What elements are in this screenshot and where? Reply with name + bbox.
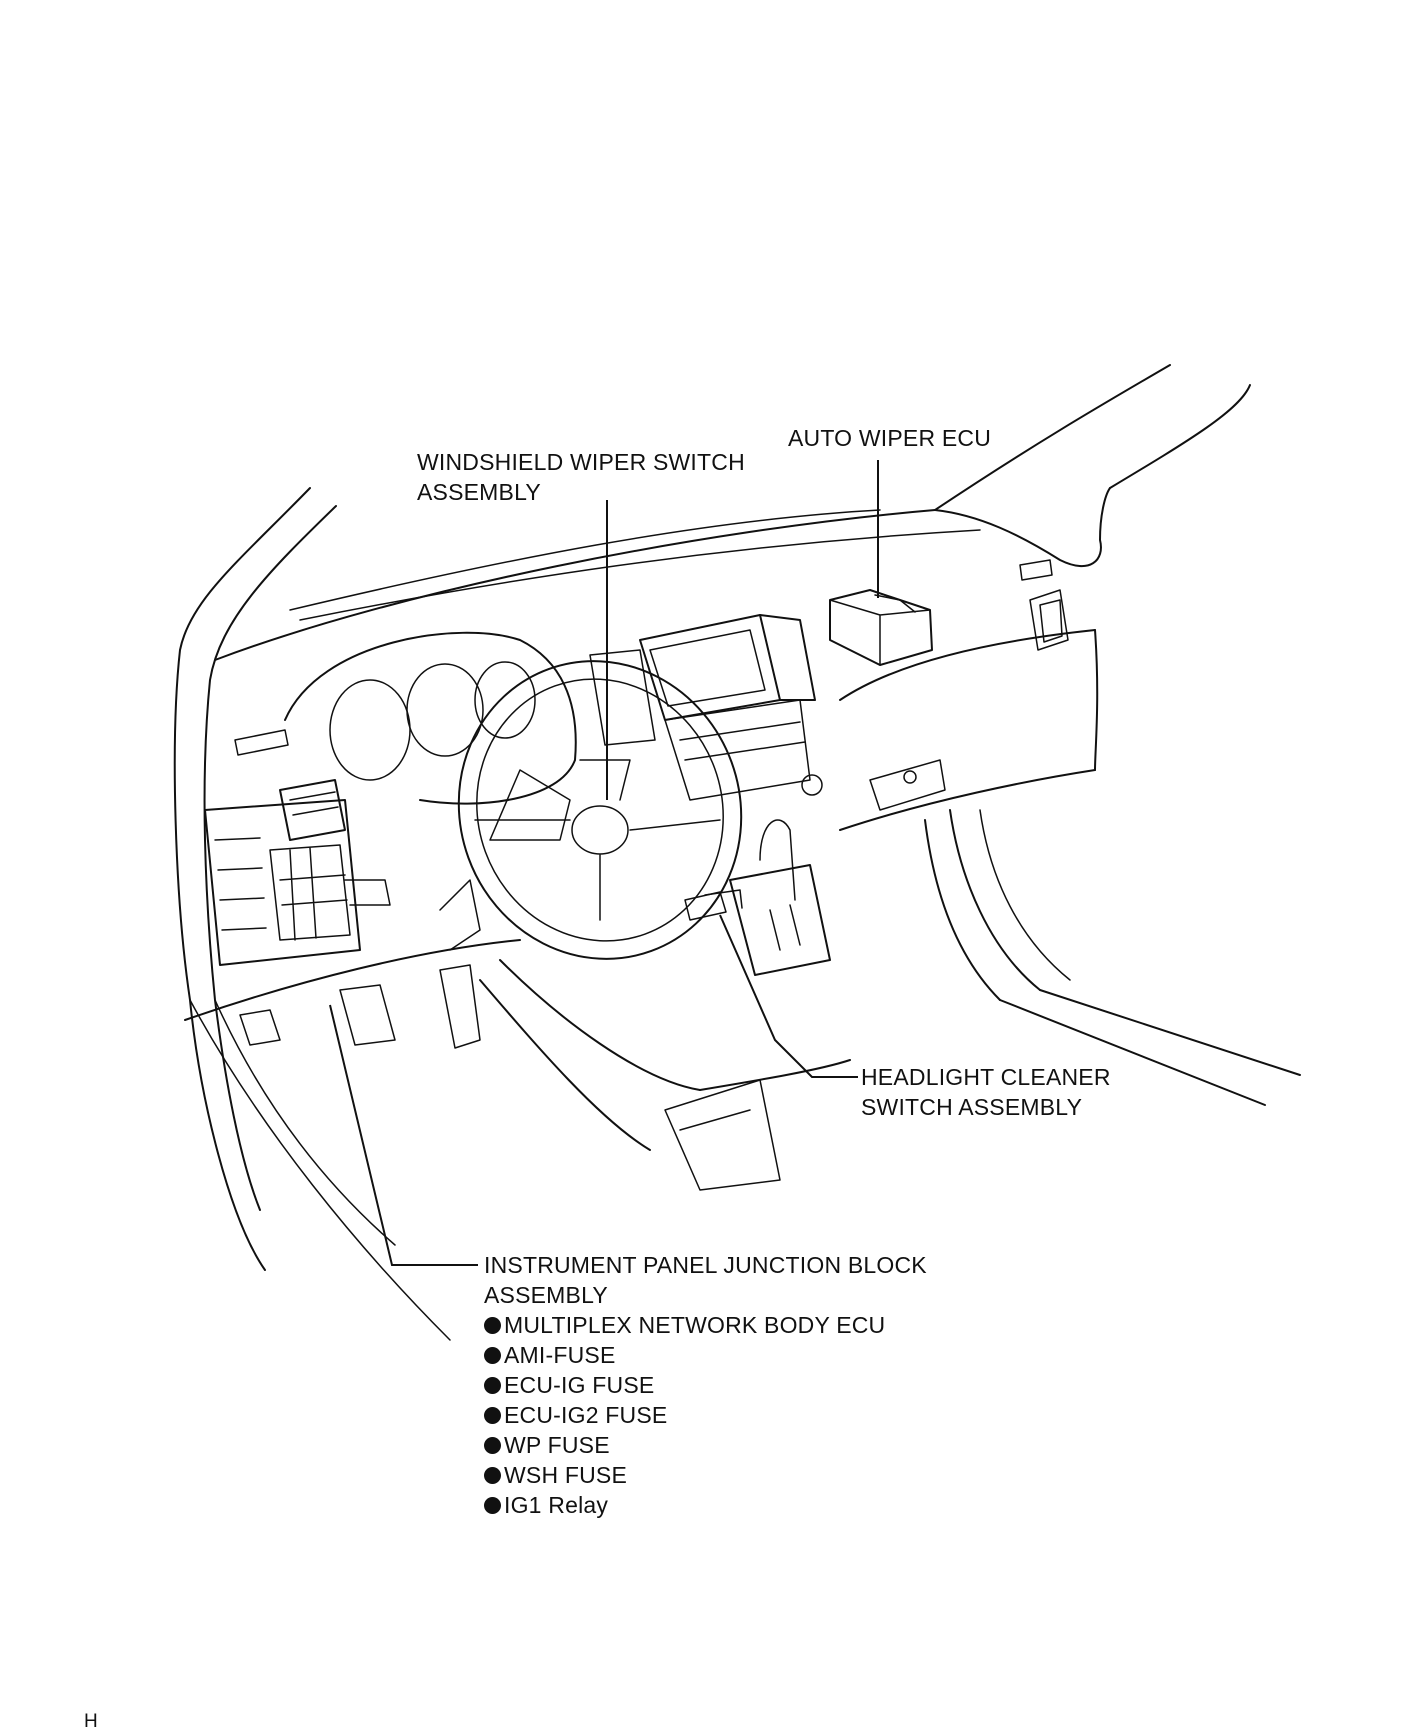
auto-wiper-ecu-drawing <box>829 589 933 666</box>
list-item-label: AMI-FUSE <box>504 1342 616 1368</box>
list-item: ECU-IG2 FUSE <box>484 1400 927 1430</box>
shifter-console <box>684 819 831 976</box>
bullet-icon <box>484 1407 501 1424</box>
bullet-icon <box>484 1467 501 1484</box>
center-stack <box>589 614 823 801</box>
list-item: WP FUSE <box>484 1430 927 1460</box>
list-item-label: ECU-IG2 FUSE <box>504 1402 668 1428</box>
leader-junction-block <box>329 1004 478 1266</box>
label-line: INSTRUMENT PANEL JUNCTION BLOCK <box>484 1252 927 1278</box>
label-line: AUTO WIPER ECU <box>788 425 992 451</box>
steering-wheel <box>457 660 743 960</box>
bullet-icon <box>484 1497 501 1514</box>
bullet-icon <box>484 1347 501 1364</box>
list-item-label: WP FUSE <box>504 1432 610 1458</box>
list-item: MULTIPLEX NETWORK BODY ECU <box>484 1310 927 1340</box>
left-vent <box>234 729 346 841</box>
list-item: AMI-FUSE <box>484 1340 927 1370</box>
label-line: SWITCH ASSEMBLY <box>861 1094 1083 1120</box>
bullet-icon <box>484 1377 501 1394</box>
label-line: WINDSHIELD WIPER SWITCH <box>417 449 745 475</box>
leader-lines <box>329 460 879 1266</box>
list-item: ECU-IG FUSE <box>484 1370 927 1400</box>
bullet-icon <box>484 1437 501 1454</box>
right-dashboard <box>839 559 1301 1106</box>
junction-block-drawing <box>204 799 391 966</box>
label-line: ASSEMBLY <box>484 1282 608 1308</box>
label-line: HEADLIGHT CLEANER <box>861 1064 1111 1090</box>
lower-dashboard <box>184 879 851 1191</box>
leader-headlight-cleaner <box>719 914 858 1078</box>
list-item: WSH FUSE <box>484 1460 927 1490</box>
dashboard-top <box>214 364 1251 661</box>
list-item-label: ECU-IG FUSE <box>504 1372 655 1398</box>
label-instrument-panel-junction-block: INSTRUMENT PANEL JUNCTION BLOCK ASSEMBLY… <box>484 1250 927 1520</box>
page-mark: H <box>84 1711 98 1732</box>
list-item: IG1 Relay <box>484 1490 927 1520</box>
list-item-label: MULTIPLEX NETWORK BODY ECU <box>504 1312 886 1338</box>
label-auto-wiper-ecu: AUTO WIPER ECU <box>788 423 991 453</box>
label-line: ASSEMBLY <box>417 479 541 505</box>
left-door-frame <box>173 487 451 1341</box>
label-headlight-cleaner-switch: HEADLIGHT CLEANER SWITCH ASSEMBLY <box>861 1062 1111 1122</box>
list-item-label: WSH FUSE <box>504 1462 627 1488</box>
label-windshield-wiper-switch: WINDSHIELD WIPER SWITCH ASSEMBLY <box>417 447 745 507</box>
bullet-icon <box>484 1317 501 1334</box>
list-item-label: IG1 Relay <box>504 1492 609 1518</box>
